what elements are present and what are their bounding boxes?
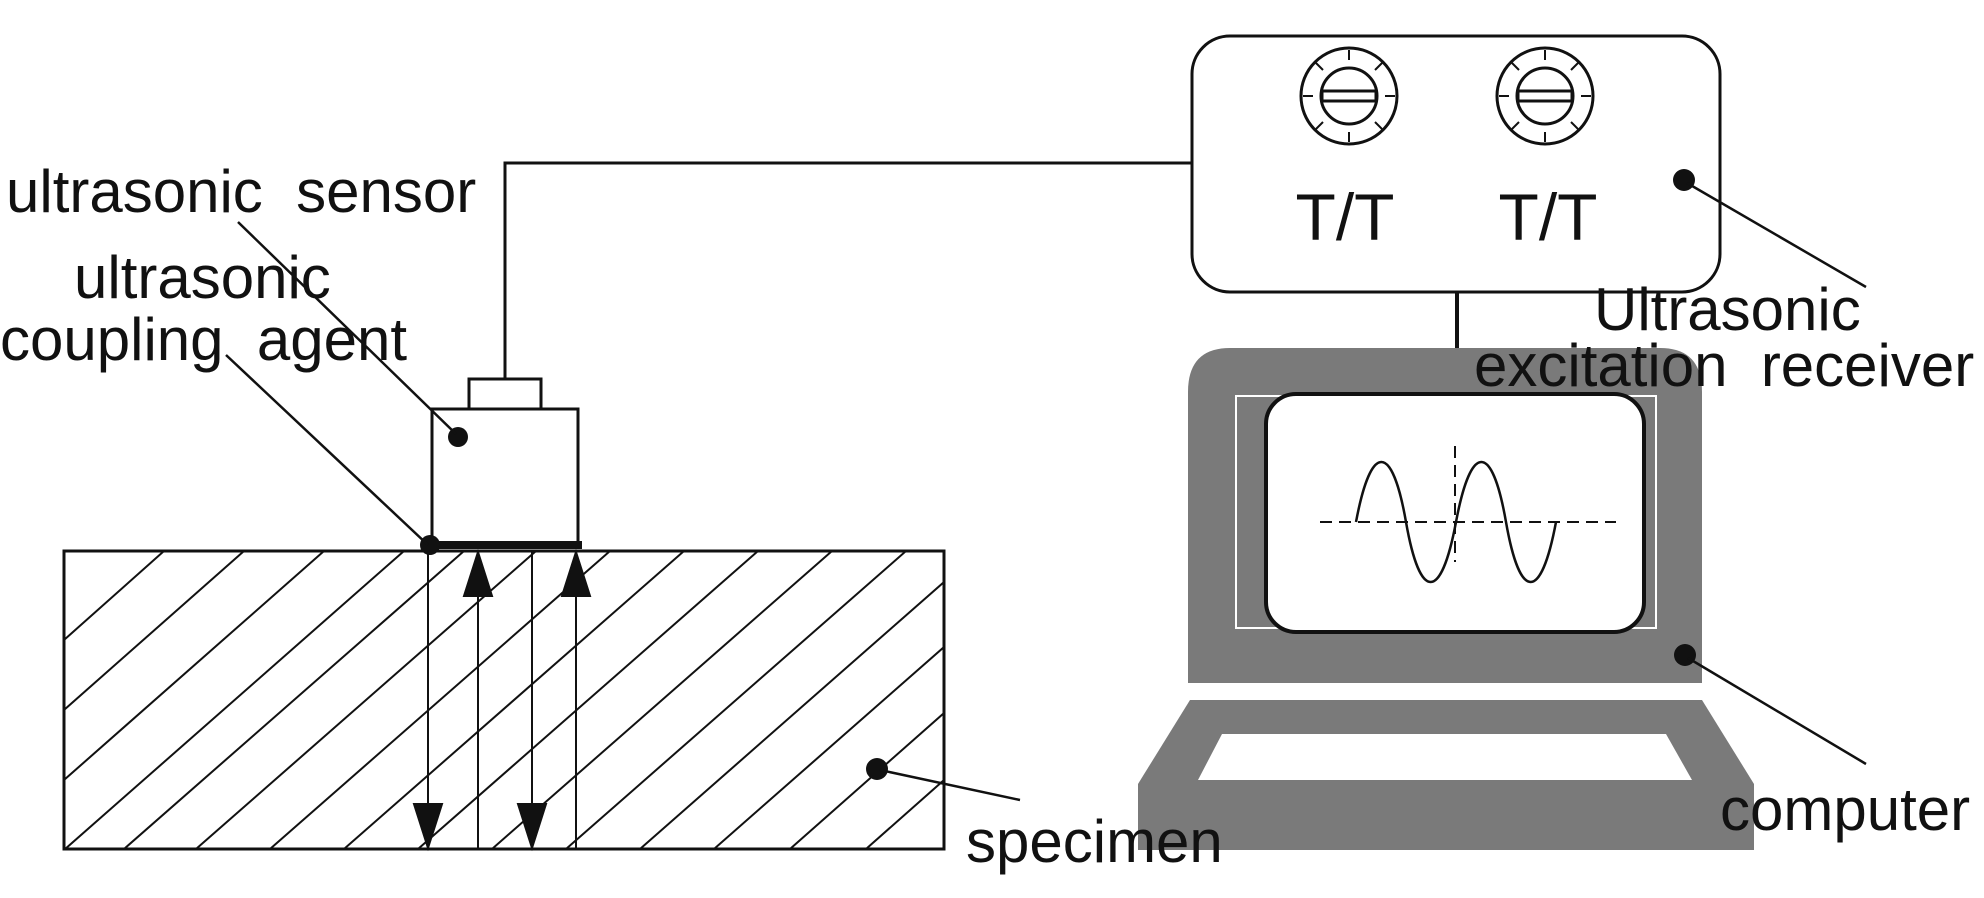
keyboard-panel [1198, 734, 1692, 780]
sensor-cable [503, 161, 1192, 379]
label-receiver-line1: Ultrasonic [1594, 276, 1861, 343]
sensor-connector [467, 377, 543, 411]
knob-left-label: T/T [1296, 180, 1395, 254]
computer-leader-line [1687, 656, 1867, 766]
specimen-outline [62, 549, 946, 851]
specimen-hatching [64, 551, 944, 849]
label-receiver-line2: excitation receiver [1474, 332, 1974, 399]
specimen-leader-line [879, 768, 1021, 802]
label-coupling-agent-line1: ultrasonic [74, 244, 331, 311]
label-coupling-agent-line2: coupling agent [0, 306, 407, 373]
coupling-marker-dot [420, 535, 440, 555]
sine-wave-display [1320, 446, 1616, 584]
specimen-marker-dot [866, 758, 888, 780]
specimen-block [62, 549, 946, 851]
label-ultrasonic-sensor: ultrasonic sensor [6, 158, 476, 225]
sensor-leader-line [237, 221, 457, 435]
knob-right-icon [1495, 46, 1595, 146]
receiver-housing [1190, 34, 1722, 294]
wave-arrows [412, 548, 592, 852]
receiver-leader-line [1686, 181, 1867, 289]
leader-lines [225, 181, 1867, 802]
computer-marker-dot [1674, 644, 1696, 666]
knob-left-icon [1299, 46, 1399, 146]
arrow-down-2 [516, 803, 548, 852]
coupling-leader-line [225, 354, 429, 546]
excitation-receiver: T/T T/T [1190, 34, 1722, 294]
arrow-up-1 [462, 548, 494, 597]
ultrasonic-sensor [420, 377, 582, 555]
label-computer: computer [1720, 776, 1970, 843]
arrow-down-1 [412, 803, 444, 852]
knob-right-label: T/T [1499, 180, 1598, 254]
receiver-marker-dot [1673, 169, 1695, 191]
computer [1138, 348, 1754, 850]
label-specimen: specimen [966, 808, 1223, 875]
arrow-up-2 [560, 548, 592, 597]
